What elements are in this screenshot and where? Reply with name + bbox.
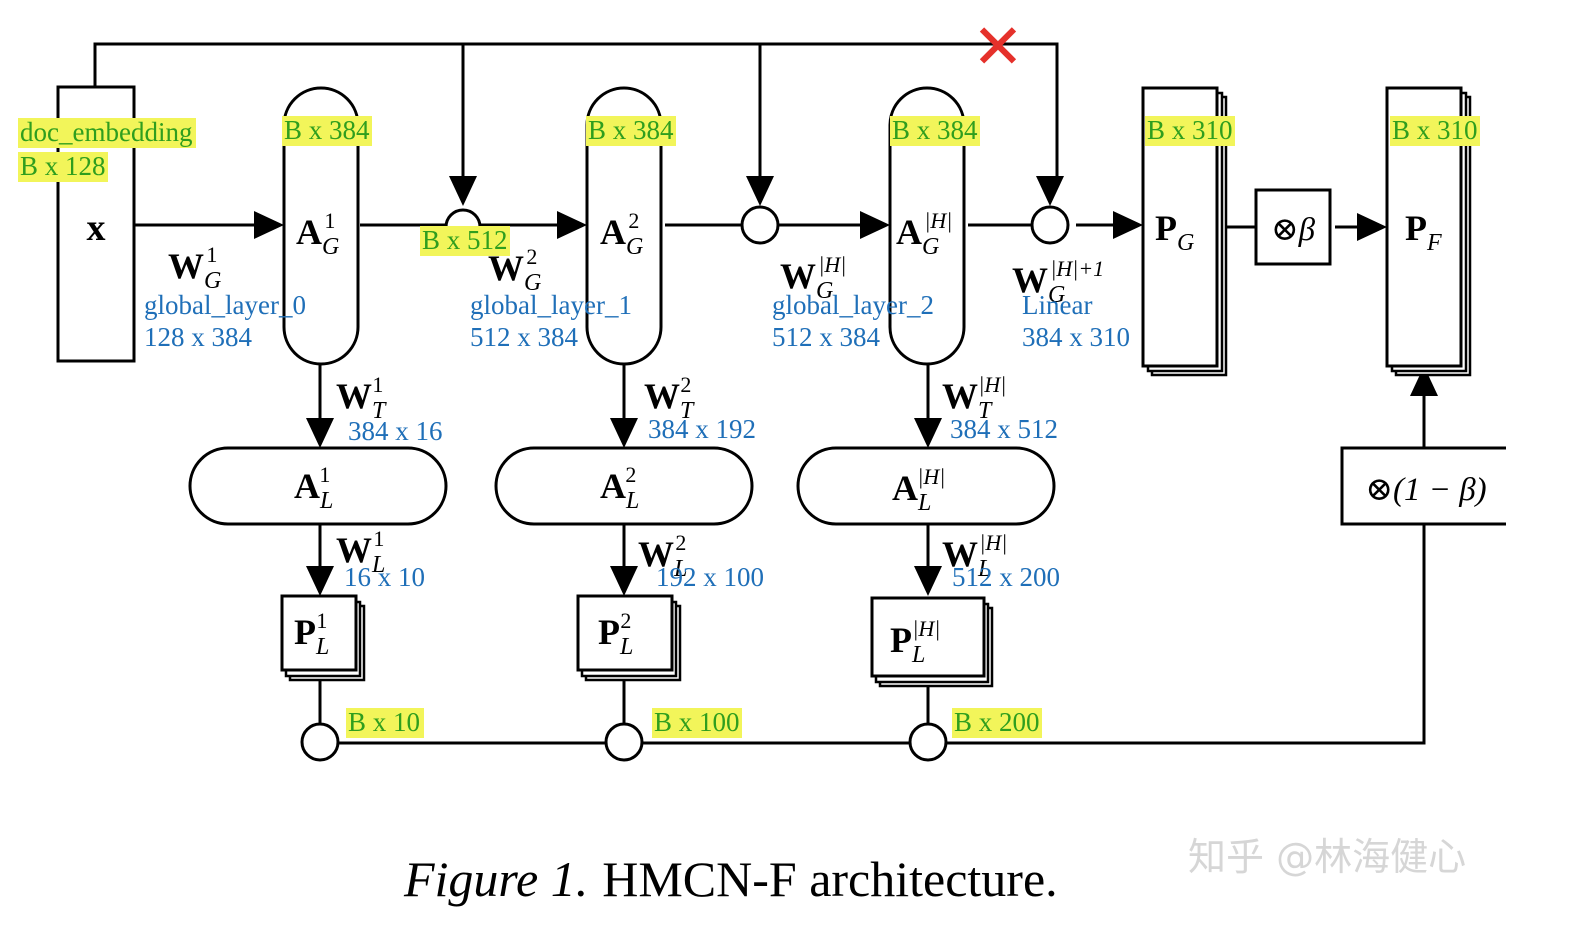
local-node-2 (494, 446, 754, 526)
global-output-shape: B x 310 (1147, 115, 1233, 145)
global-node-1-shape: B x 384 (284, 115, 370, 145)
global-node-1-label: AG1 (296, 208, 339, 260)
global-node-2-label: AG2 (600, 208, 643, 260)
local-weight-h-label: WL|H| (942, 530, 1007, 582)
arrowhead-to-al2 (610, 418, 638, 448)
arrowhead-to-agh (860, 211, 890, 239)
arrowhead-to-ag1 (254, 211, 284, 239)
local-node-1 (188, 446, 448, 526)
beta-op-box (1254, 188, 1332, 266)
arrowhead-skip-1 (449, 176, 477, 206)
local-output-h-shape: B x 200 (954, 707, 1040, 737)
final-output-label: PF (1405, 208, 1442, 256)
global-node-2 (585, 86, 663, 366)
math-labels: AG1 AG2 AG|H| WG1 WG2 WG|H| WG|H|+1 WT1 … (168, 208, 1442, 668)
skip-bus-line (93, 42, 1059, 180)
arrowhead-to-pl1 (306, 566, 334, 596)
local-output-stack-2 (576, 594, 682, 682)
arrowhead-to-al1 (306, 418, 334, 448)
global-node-1 (282, 86, 360, 366)
concat-shape-note: B x 512 (422, 225, 508, 255)
arrowhead-to-pl2 (610, 566, 638, 596)
local-node-2-label: AL2 (600, 462, 639, 514)
watermark: 知乎 @林海健心 (1188, 835, 1466, 879)
removed-connection-mark: ✕ (972, 10, 1024, 83)
figure-caption: Figure 1.HMCN-F architecture. (403, 851, 1058, 907)
bottom-concat-3 (908, 722, 948, 762)
local-node-1-label: AL1 (294, 462, 333, 514)
arrowhead-skip-3 (1036, 176, 1064, 206)
input-node-symbol: x (87, 207, 106, 249)
global-node-h-shape: B x 384 (892, 115, 978, 145)
arrowhead-to-plh (914, 566, 942, 596)
final-output-shape: B x 310 (1392, 115, 1478, 145)
shape-annotations: doc_embedding B x 128 B x 384 B x 384 B … (18, 115, 1480, 738)
global-weight-h1-label: WG|H|+1 (1012, 256, 1104, 308)
local-output-h-label: PL|H| (890, 616, 940, 668)
bottom-concat-1 (300, 722, 340, 762)
input-shape-note: B x 128 (20, 151, 106, 181)
one-minus-beta-label: ⊗(1 − β) (1365, 472, 1486, 508)
arrowhead-to-alh (914, 418, 942, 448)
global-node-h (888, 86, 966, 366)
arrowhead-to-pg (1113, 211, 1143, 239)
local-output-2-shape: B x 100 (654, 707, 740, 737)
global-node-h-label: AG|H| (896, 208, 952, 260)
global-weight-h1-dims: 384 x 310 (1022, 322, 1130, 352)
local-output-stack-h (870, 596, 994, 688)
local-weight-2-label: WL2 (638, 530, 687, 582)
transition-weight-1-dims: 384 x 16 (348, 416, 443, 446)
global-weight-1-dims: 128 x 384 (144, 322, 253, 352)
transition-weight-2-label: WT2 (644, 372, 695, 424)
global-weight-2-dims: 512 x 384 (470, 322, 579, 352)
global-weight-1-label: WG1 (168, 242, 221, 294)
layer-annotations: global_layer_0 128 x 384 global_layer_1 … (144, 290, 1130, 592)
arrowhead-to-pf (1357, 213, 1387, 241)
transition-weight-h-dims: 384 x 512 (950, 414, 1058, 444)
local-node-h-label: AL|H| (892, 464, 945, 516)
global-weight-h-label: WG|H| (780, 252, 846, 304)
local-weight-1-dims: 16 x 10 (344, 562, 425, 592)
arrowhead-to-pf-bottom (1410, 366, 1438, 396)
transition-weight-1-label: WT1 (336, 372, 387, 424)
arrowhead-to-ag2 (557, 211, 587, 239)
global-node-2-shape: B x 384 (588, 115, 674, 145)
global-output-label: PG (1155, 208, 1194, 256)
bottom-concat-2 (604, 722, 644, 762)
concat-node-3 (1030, 205, 1070, 245)
local-weight-2-dims: 192 x 100 (656, 562, 764, 592)
global-weight-1-layer: global_layer_0 (144, 290, 306, 320)
local-output-1-shape: B x 10 (348, 707, 420, 737)
bottom-bus-3 (946, 524, 1426, 745)
local-output-2-label: PL2 (598, 608, 633, 660)
concat-node-1 (444, 208, 482, 228)
concat-node-2 (740, 205, 780, 245)
beta-op-label: ⊗β (1271, 212, 1316, 248)
local-output-stack-1 (280, 594, 366, 682)
arrowhead-skip-2 (746, 176, 774, 206)
global-weight-h-dims: 512 x 384 (772, 322, 881, 352)
one-minus-beta-box-clip (1506, 440, 1584, 532)
arrowheads (254, 176, 1438, 596)
global-weight-h1-layer: Linear (1022, 290, 1092, 320)
local-node-h (796, 446, 1056, 526)
transition-weight-h-label: WT|H| (942, 372, 1006, 424)
transition-weight-2-dims: 384 x 192 (648, 414, 756, 444)
input-name-note: doc_embedding (20, 117, 192, 147)
local-output-1-label: PL1 (294, 608, 329, 660)
global-weight-h-layer: global_layer_2 (772, 290, 934, 320)
local-weight-h-dims: 512 x 200 (952, 562, 1060, 592)
global-weight-2-layer: global_layer_1 (470, 290, 632, 320)
local-weight-1-label: WL1 (336, 526, 385, 578)
